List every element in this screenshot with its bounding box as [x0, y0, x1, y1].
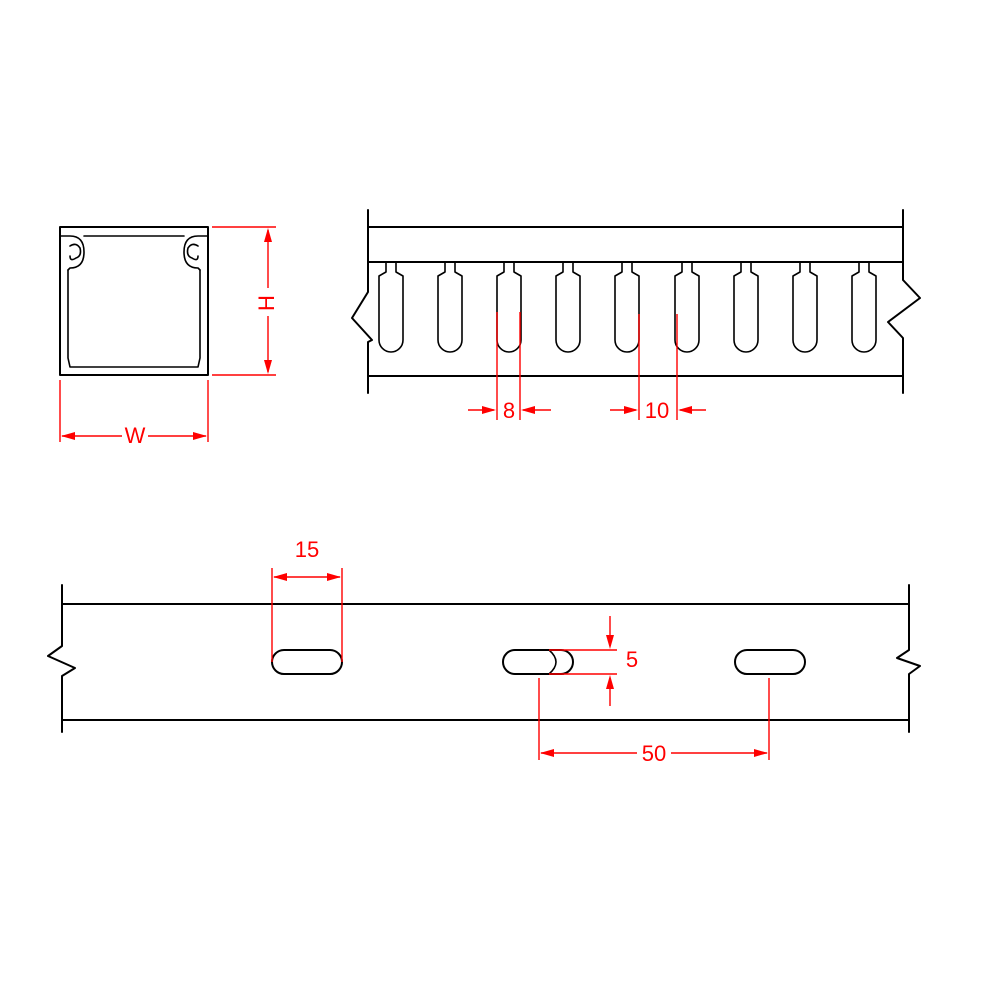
slot-finger-4 [555, 261, 581, 353]
slot-width-label: 8 [503, 398, 515, 423]
slot-finger-8 [792, 261, 818, 353]
left-lid-clip [59, 235, 85, 271]
right-lid-clip [183, 235, 209, 271]
mounting-hole-2 [502, 649, 574, 675]
hole-height-label: 5 [626, 647, 638, 672]
base-view: 15 5 50 [47, 537, 921, 766]
width-label: W [125, 423, 146, 448]
hole-length-label: 15 [295, 537, 319, 562]
slot-pitch-label: 10 [645, 398, 669, 423]
right-break-line [887, 209, 921, 394]
height-label: H [254, 295, 279, 311]
base-right-break-line [896, 584, 921, 733]
mounting-hole-3 [734, 649, 806, 675]
cross-section-view: H W [59, 226, 279, 448]
left-break-line [351, 209, 373, 394]
base-left-break-line [47, 584, 76, 733]
hole-pitch-label: 50 [642, 741, 666, 766]
mounting-hole-1 [271, 649, 343, 675]
slotted-side-view: 8 10 [351, 209, 921, 423]
duct-inner-wall [67, 235, 201, 368]
slot-finger-3 [496, 261, 522, 353]
slot-fingers [378, 261, 877, 353]
mounting-hole-2-slot-arc [548, 649, 557, 675]
slot-finger-2 [437, 261, 463, 353]
slot-finger-6 [674, 261, 700, 353]
duct-outer-wall [59, 226, 209, 376]
slot-finger-7 [733, 261, 759, 353]
slot-finger-9 [851, 261, 877, 353]
slot-finger-5 [614, 261, 640, 353]
slot-finger-1 [378, 261, 404, 353]
